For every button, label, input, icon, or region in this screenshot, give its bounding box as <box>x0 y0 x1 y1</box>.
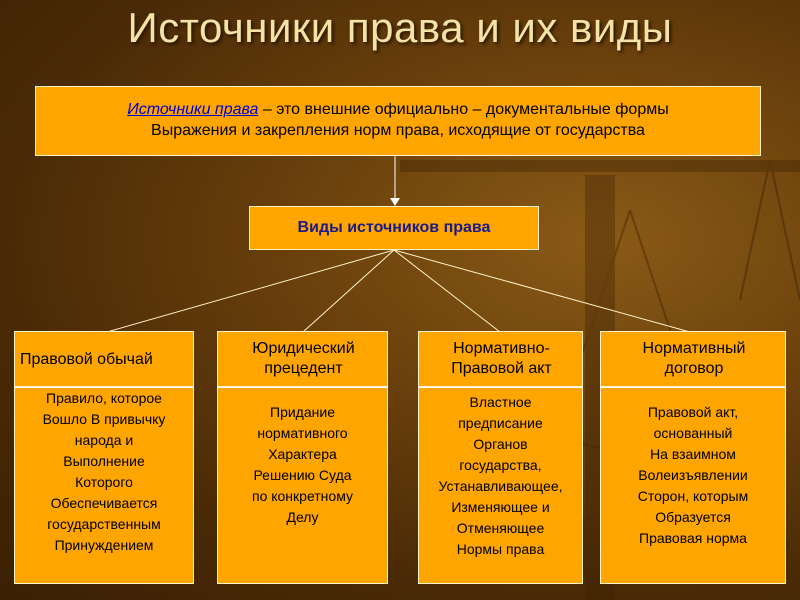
column-description: Правовой акт, основанный На взаимном Вол… <box>637 404 749 546</box>
column-body: Властное предписание Органов государства… <box>418 387 583 584</box>
column-title: Нормативный договор <box>642 340 746 377</box>
column-body: Придание нормативного Характера Решению … <box>217 387 388 584</box>
page-title: Источники права и их виды <box>127 4 673 51</box>
definition-text-line2: Выражения и закрепления норм права, исхо… <box>151 122 645 139</box>
column-description: Правило, которое Вошло В привычку народа… <box>42 390 166 553</box>
column-body: Правовой акт, основанный На взаимном Вол… <box>600 387 786 584</box>
column-description: Властное предписание Органов государства… <box>438 394 563 557</box>
column-description: Придание нормативного Характера Решению … <box>251 404 353 525</box>
definition-text: – это внешние официально – документальны… <box>258 101 669 118</box>
column-precedent: Юридический прецедент Придание нормативн… <box>217 331 388 584</box>
column-custom: Правовой обычай Правило, которое Вошло В… <box>14 331 194 584</box>
kinds-of-sources-box: Виды источников права <box>249 206 539 250</box>
column-header: Правовой обычай <box>14 331 194 387</box>
column-header: Юридический прецедент <box>217 331 388 387</box>
definition-term: Источники права <box>127 101 259 118</box>
column-title: Правовой обычай <box>20 351 153 368</box>
definition-box: Источники права – это внешние официально… <box>35 86 761 156</box>
column-header: Нормативный договор <box>600 331 786 387</box>
column-header: Нормативно- Правовой акт <box>418 331 583 387</box>
column-title: Юридический прецедент <box>252 340 355 377</box>
column-body: Правило, которое Вошло В привычку народа… <box>14 387 194 584</box>
column-title: Нормативно- Правовой акт <box>451 340 552 377</box>
column-normative-contract: Нормативный договор Правовой акт, основа… <box>600 331 786 584</box>
column-normative-act: Нормативно- Правовой акт Властное предпи… <box>418 331 583 584</box>
